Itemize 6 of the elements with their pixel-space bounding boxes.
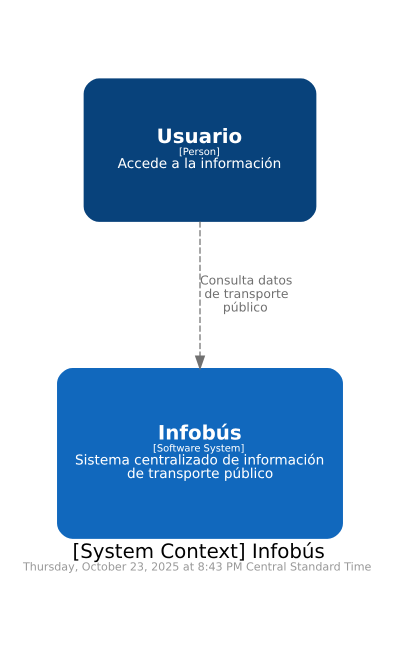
caption: Thursday, October 23, 2025 at 8:43 PM Central Standard Time	[22, 560, 372, 574]
diagram-title: [System Context] Infobús	[72, 540, 325, 563]
node-box: Usuario [Person] Accede a la información	[84, 78, 316, 222]
edge-label: Consulta datos de transporte público	[200, 273, 292, 315]
node-box: Infobús [Software System] Sistema centralizado de información de transporte público	[57, 368, 343, 539]
arrow	[194, 222, 206, 370]
